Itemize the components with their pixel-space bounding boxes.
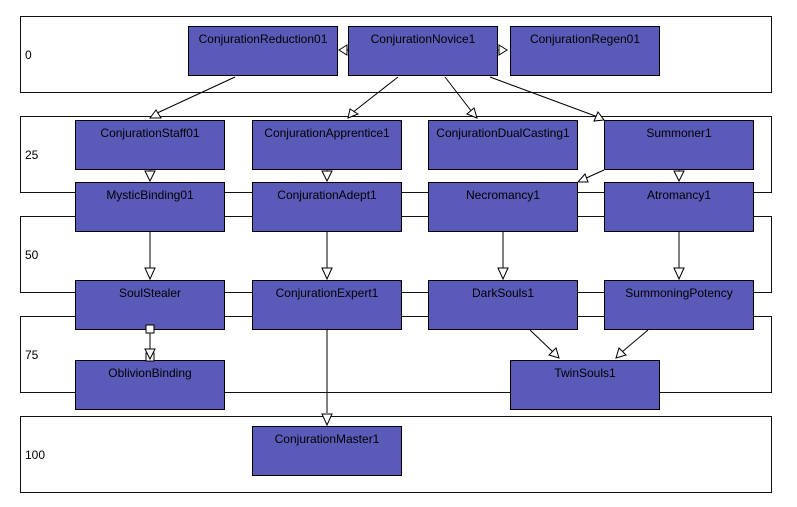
node-conjuration-apprentice1[interactable]: ConjurationApprentice1 [252, 120, 402, 170]
node-conjuration-novice1[interactable]: ConjurationNovice1 [348, 26, 498, 76]
node-dark-souls1[interactable]: DarkSouls1 [428, 280, 578, 330]
band-level-50-label: 50 [25, 248, 39, 262]
band-level-100-label: 100 [25, 448, 46, 462]
node-conjuration-reduction01[interactable]: ConjurationReduction01 [188, 26, 338, 76]
node-atromancy1[interactable]: Atromancy1 [604, 182, 754, 232]
band-level-0-label: 0 [25, 48, 32, 62]
node-soul-stealer[interactable]: SoulStealer [75, 280, 225, 330]
node-summoning-potency[interactable]: SummoningPotency [604, 280, 754, 330]
node-twin-souls1[interactable]: TwinSouls1 [510, 360, 660, 410]
node-necromancy1[interactable]: Necromancy1 [428, 182, 578, 232]
node-summoner1[interactable]: Summoner1 [604, 120, 754, 170]
node-conjuration-master1[interactable]: ConjurationMaster1 [252, 426, 402, 476]
band-level-75-label: 75 [25, 348, 39, 362]
node-conjuration-regen01[interactable]: ConjurationRegen01 [510, 26, 660, 76]
node-conjuration-adept1[interactable]: ConjurationAdept1 [252, 182, 402, 232]
node-oblivion-binding[interactable]: OblivionBinding [75, 360, 225, 410]
node-conjuration-dual-casting1[interactable]: ConjurationDualCasting1 [428, 120, 578, 170]
node-mystic-binding01[interactable]: MysticBinding01 [75, 182, 225, 232]
band-level-25-label: 25 [25, 148, 39, 162]
node-conjuration-staff01[interactable]: ConjurationStaff01 [75, 120, 225, 170]
node-conjuration-expert1[interactable]: ConjurationExpert1 [252, 280, 402, 330]
